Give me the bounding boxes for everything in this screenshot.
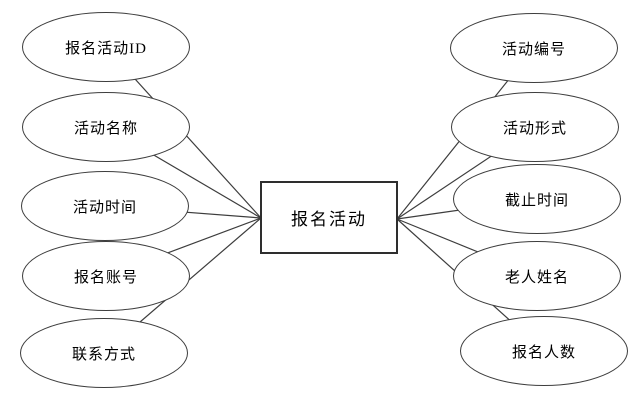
attribute-label: 老人姓名: [504, 269, 569, 286]
attribute-label: 报名人数: [511, 344, 576, 361]
attribute-ellipse-registration-activity-id: 报名活动ID: [22, 12, 190, 82]
attribute-ellipse-activity-time: 活动时间: [21, 171, 189, 241]
attribute-label: 报名账号: [73, 269, 138, 286]
attribute-ellipse-contact-method: 联系方式: [20, 318, 188, 388]
attribute-ellipse-registration-account: 报名账号: [22, 241, 190, 311]
attribute-label: 活动编号: [501, 41, 566, 58]
attribute-label: 活动名称: [73, 120, 138, 137]
attribute-ellipse-registration-count: 报名人数: [460, 316, 628, 386]
entity-box-registration-activity: 报名活动: [260, 181, 398, 254]
attribute-label: 活动形式: [502, 120, 567, 137]
attribute-label: 报名活动ID: [65, 40, 147, 57]
attribute-ellipse-activity-form: 活动形式: [451, 92, 619, 162]
attribute-ellipse-elder-name: 老人姓名: [453, 241, 621, 311]
entity-label: 报名活动: [291, 210, 367, 229]
attribute-ellipse-activity-number: 活动编号: [450, 13, 618, 83]
attribute-label: 活动时间: [72, 199, 137, 216]
attribute-label: 联系方式: [71, 346, 136, 363]
attribute-ellipse-deadline-time: 截止时间: [453, 164, 621, 234]
attribute-ellipse-activity-name: 活动名称: [22, 92, 190, 162]
attribute-label: 截止时间: [504, 192, 569, 209]
